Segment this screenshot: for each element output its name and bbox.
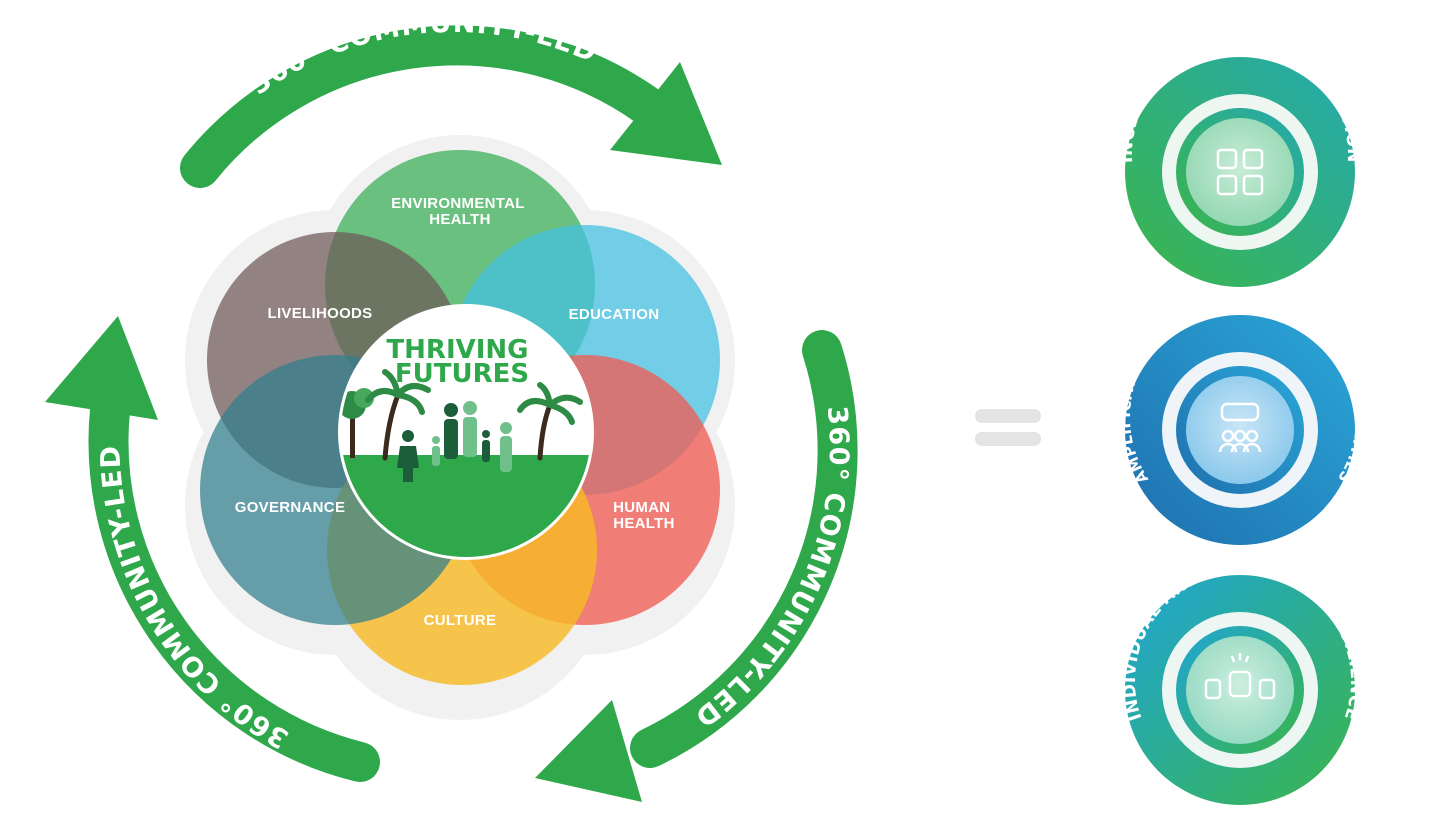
petal-label-human-health: HUMAN HEALTH	[613, 499, 675, 532]
petal-label-education: EDUCATION	[569, 306, 660, 323]
petal-label-governance: GOVERNANCE	[235, 499, 346, 516]
outcome-badge-2: AMPLIFICATION OF COMMUNITY VOICE AND PRI…	[1116, 290, 1370, 545]
flow-arrow-right	[535, 330, 858, 802]
outcome-badge-3: INDIVIDUAL AND COMMUNITY RESILIENCE	[1120, 558, 1366, 805]
community-voice-icon	[1218, 402, 1262, 453]
raised-fists-icon	[1204, 653, 1276, 700]
petal-label-culture: CULTURE	[424, 612, 497, 629]
people-icon	[397, 401, 512, 482]
flow-arrow-left	[45, 316, 380, 782]
petal-label-livelihoods: LIVELIHOODS	[268, 305, 373, 322]
tree-icon	[341, 388, 374, 458]
flow-arrow-top	[180, 25, 722, 188]
petal-label-environmental-health: ENVIRONMENTAL HEALTH	[391, 195, 529, 228]
outcome-badge-1: INCLUSION, UNITY AND ACTIVATION	[1117, 32, 1363, 287]
palm-tree-icon	[365, 369, 431, 461]
joined-hands-icon	[1216, 148, 1264, 196]
center-title: THRIVING FUTURES	[386, 335, 537, 389]
equals-icon	[975, 409, 1041, 446]
palm-tree-icon	[517, 382, 583, 461]
